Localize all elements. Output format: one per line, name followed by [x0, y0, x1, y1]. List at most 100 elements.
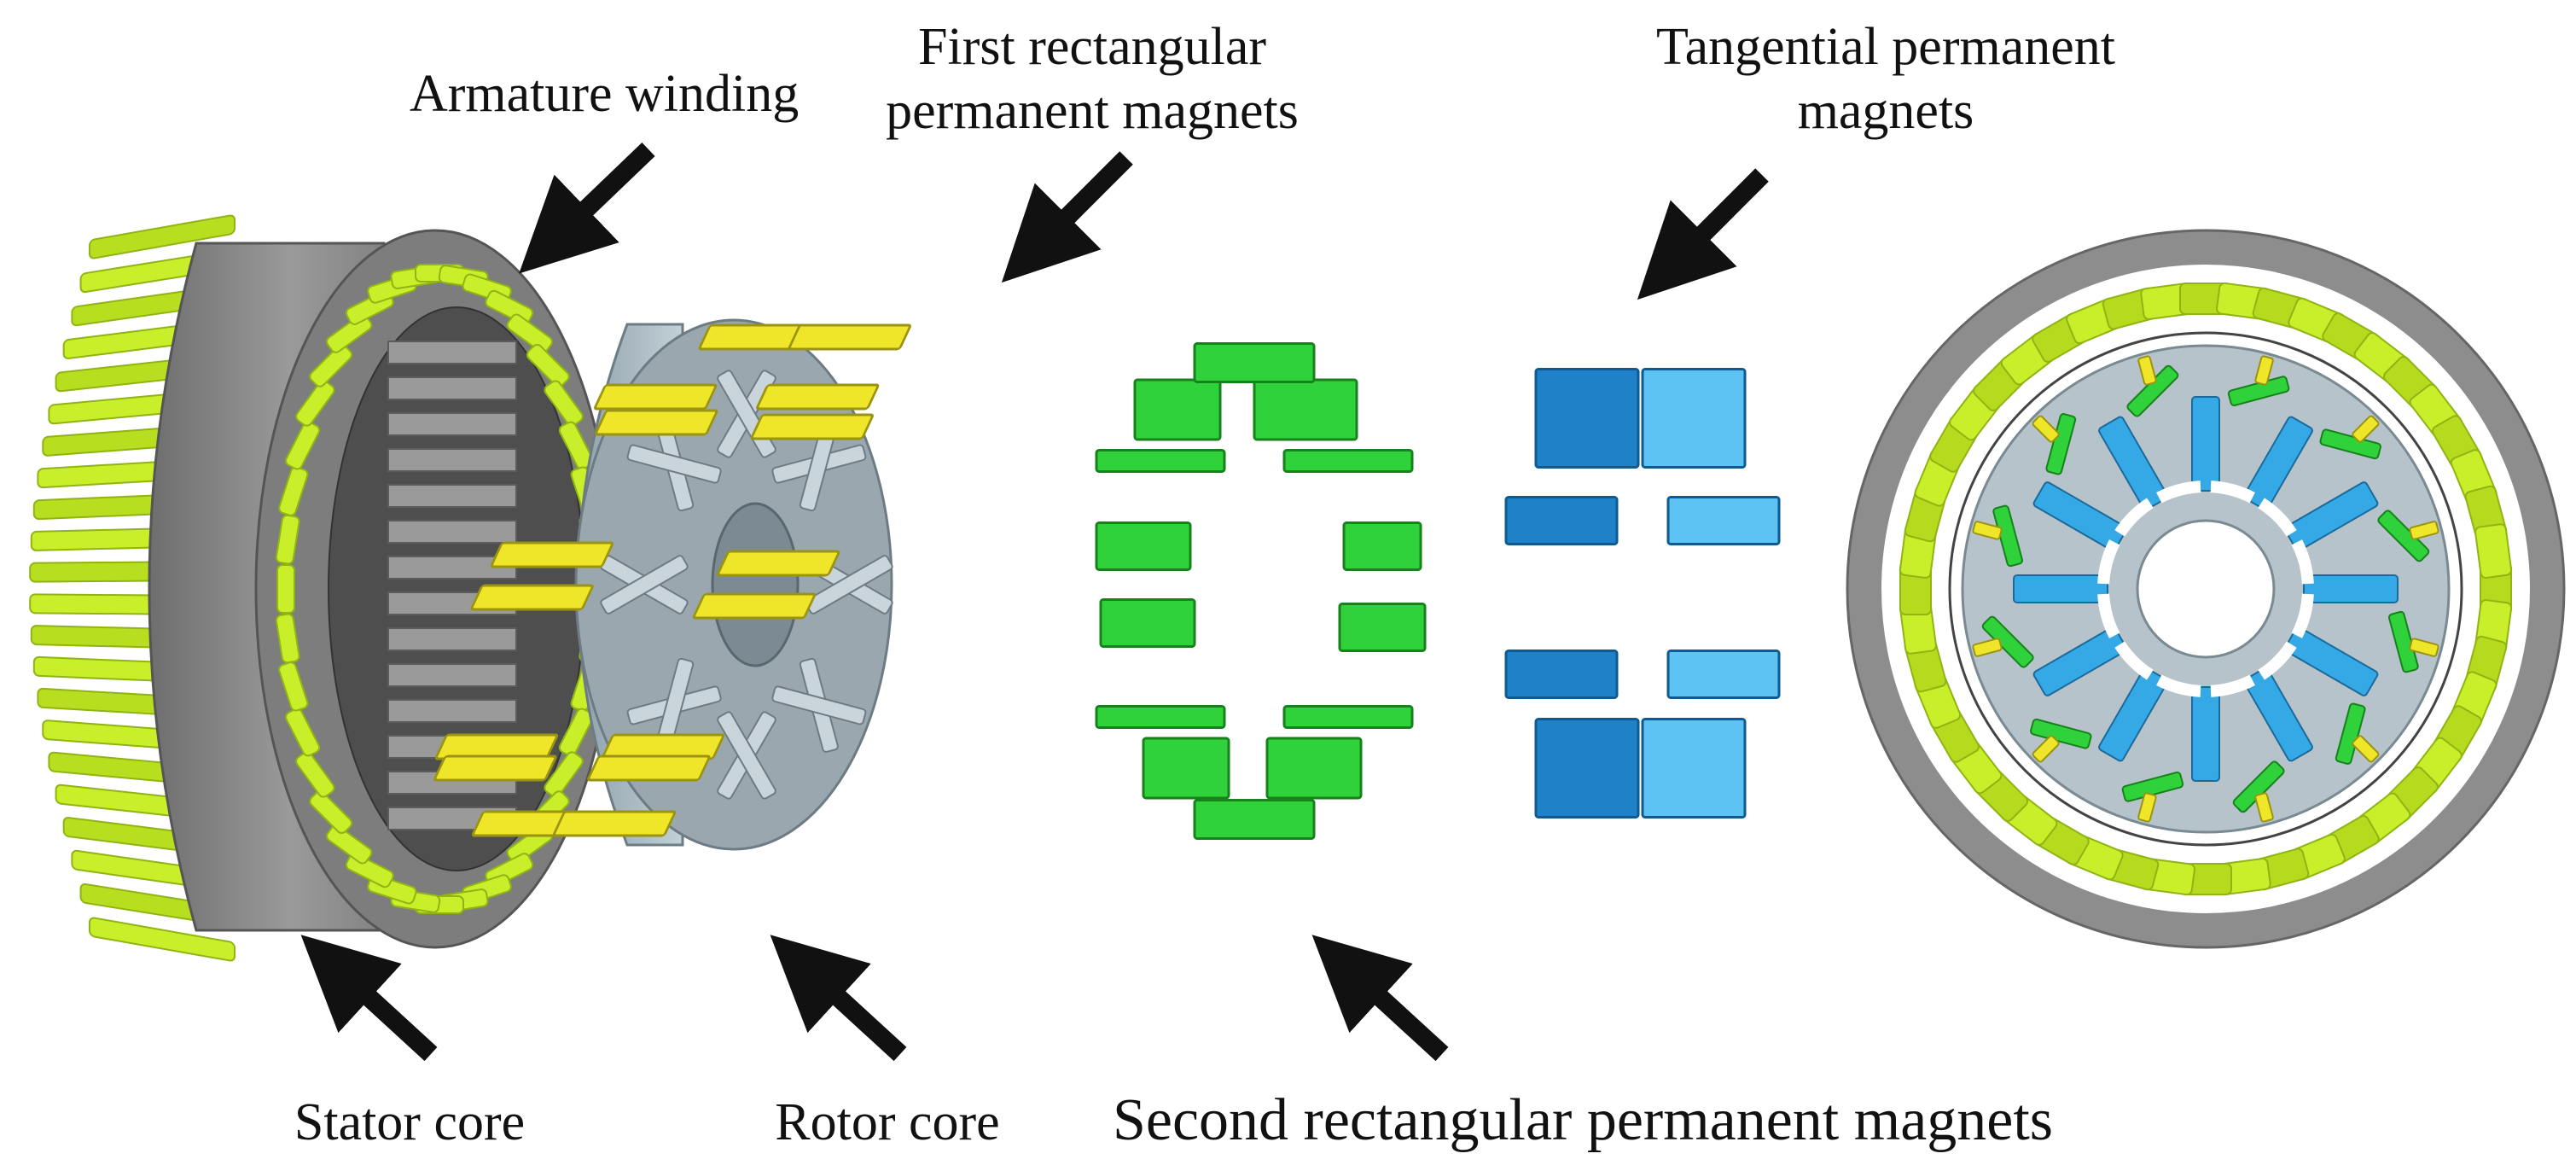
- winding-coil: [326, 313, 373, 353]
- arrow-second-magnets: [1311, 935, 1449, 1062]
- tangential-magnet: [1504, 650, 1619, 699]
- motor-cross-section: [1846, 229, 2566, 949]
- winding-coil: [295, 380, 335, 427]
- tangential-magnet: [1641, 368, 1747, 469]
- winding-coil: [506, 313, 553, 353]
- cross-section-inner-slot: [2156, 674, 2201, 697]
- second-rectangular-magnet: [1265, 737, 1363, 800]
- cross-section-second-magnet: [2126, 364, 2179, 417]
- cross-section-second-magnet: [1981, 615, 2034, 668]
- label-stator-core: Stator core: [294, 1093, 525, 1151]
- winding-coil: [285, 708, 321, 757]
- first-rectangular-magnet: [587, 754, 711, 782]
- tangential-magnet: [1534, 368, 1640, 469]
- cross-section-first-magnet: [2137, 355, 2157, 386]
- first-rectangular-magnet: [717, 550, 840, 577]
- cross-section-second-magnet: [2045, 413, 2077, 475]
- first-rectangular-magnet: [750, 413, 874, 440]
- cross-section-inner-slot: [2210, 481, 2255, 504]
- first-rectangular-magnet: [490, 541, 613, 568]
- cross-section-second-magnet: [1992, 504, 2024, 568]
- second-rectangular-magnet: [1338, 603, 1427, 652]
- tangential-magnet: [1641, 718, 1747, 819]
- winding-coil: [295, 751, 335, 798]
- tangential-magnet: [1504, 496, 1619, 545]
- cross-section-tangential-magnet: [2284, 626, 2379, 696]
- winding-coil: [309, 790, 353, 835]
- cross-section-first-magnet: [2254, 355, 2274, 386]
- cross-section-tangential-magnet: [2098, 416, 2168, 510]
- arrow-first-magnets: [1001, 151, 1133, 283]
- first-rectangular-magnet: [594, 383, 718, 411]
- cross-section-first-magnet: [2352, 415, 2380, 443]
- stator-slot: [387, 448, 517, 472]
- cross-section-inner-slot: [2114, 641, 2154, 680]
- cross-section-inner-slot: [2210, 674, 2255, 697]
- cross-section-shaft-hole: [2136, 519, 2276, 659]
- cross-section-first-magnet: [2352, 735, 2380, 763]
- cross-section-tangential-magnet: [2243, 416, 2313, 510]
- first-rectangular-magnet: [470, 584, 594, 611]
- second-rectangular-magnet: [1133, 378, 1222, 441]
- winding-coil: [278, 466, 309, 516]
- rotor-slot: [600, 555, 689, 615]
- winding-coil: [89, 214, 236, 259]
- second-rectangular-magnet: [1095, 705, 1226, 729]
- labels: Armature winding First rectangular perma…: [294, 18, 2115, 1153]
- label-first-magnets-line2: permanent magnets: [886, 82, 1299, 140]
- second-rectangular-magnet: [1253, 378, 1358, 441]
- first-rectangular-magnet: [552, 810, 677, 837]
- winding-coil: [276, 564, 295, 614]
- second-rectangular-magnet: [1099, 598, 1196, 648]
- cross-section-second-magnet: [2335, 702, 2366, 765]
- cross-section-tangential-magnet: [2013, 574, 2108, 603]
- cross-section-tangential-magnet: [2243, 667, 2313, 762]
- cross-section-first-magnet: [2137, 792, 2157, 823]
- winding-coil: [544, 380, 584, 427]
- rotor-core-slots: [600, 370, 893, 800]
- cross-section-second-magnet: [2232, 760, 2285, 813]
- first-rectangular-magnet: [756, 383, 880, 411]
- cross-section-second-magnet: [2121, 771, 2184, 802]
- second-rectangular-magnet: [1342, 521, 1422, 571]
- cross-section-rotor-magnets: [1972, 355, 2439, 823]
- cross-section-second-magnet: [2377, 510, 2430, 562]
- cross-section-first-magnet: [2409, 521, 2439, 540]
- stator-slot: [387, 699, 517, 723]
- winding-coil: [326, 824, 373, 865]
- tangential-magnet: [1666, 496, 1781, 545]
- first-rectangular-magnet: [692, 592, 817, 620]
- cross-section-winding: [1899, 282, 2513, 896]
- cross-section-inner-slot: [2097, 593, 2120, 638]
- first-rectangular-magnet: [433, 754, 557, 782]
- cross-section-second-magnet: [2387, 610, 2419, 673]
- stator-slot: [387, 341, 517, 364]
- stator-slot: [387, 412, 517, 436]
- cross-section-first-magnet: [2032, 735, 2060, 763]
- second-rectangular-magnet: [1095, 449, 1226, 473]
- arrow-armature: [519, 143, 655, 274]
- second-rectangular-magnet: [1142, 737, 1230, 800]
- tangential-magnet: [1534, 718, 1640, 819]
- stator-slot: [387, 663, 517, 687]
- arrow-tangential: [1637, 168, 1769, 300]
- cross-section-inner-slot: [2258, 641, 2297, 680]
- cross-section-inner-slot: [2291, 593, 2314, 638]
- winding-coil: [309, 343, 353, 387]
- first-rectangular-magnets: [433, 323, 911, 837]
- cross-section-tangential-magnet: [2191, 396, 2220, 492]
- label-tangential-line1: Tangential permanent: [1656, 18, 2115, 76]
- winding-coil: [275, 613, 300, 664]
- pointer-arrows: [300, 143, 1769, 1062]
- cross-section-inner-slot: [2156, 481, 2201, 504]
- rotor-core: [574, 318, 893, 851]
- cross-section-tangential-magnet: [2032, 481, 2127, 551]
- arrow-rotor: [770, 935, 907, 1062]
- rotor-slot: [771, 685, 867, 725]
- cross-section-first-magnet: [2254, 792, 2274, 823]
- tangential-magnet: [1666, 650, 1781, 699]
- winding-coil: [278, 661, 309, 712]
- label-second-magnets: Second rectangular permanent magnets: [1113, 1087, 2053, 1153]
- cross-section-tangential-magnet: [2303, 574, 2399, 603]
